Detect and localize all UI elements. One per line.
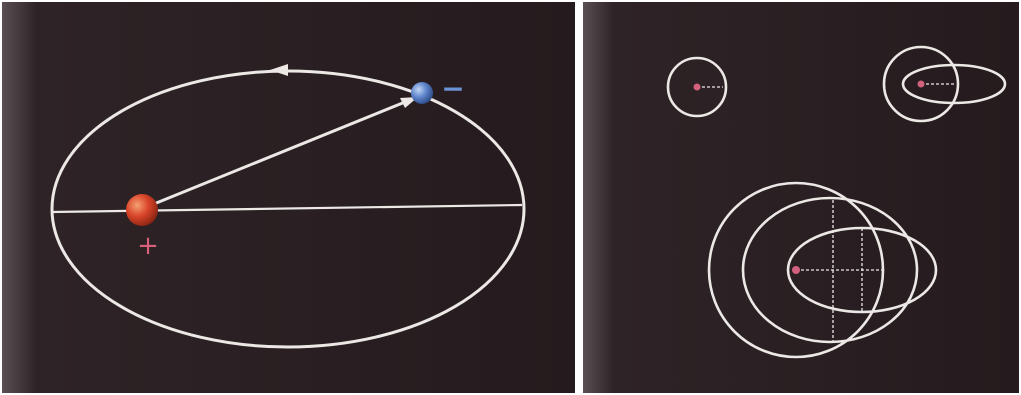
negative-charge-label: − [441,72,464,105]
panel-background [583,2,1019,393]
orbit-shapes-panel [583,2,1019,393]
positive-charge-label: + [137,231,159,261]
elliptical-orbit-panel: + − [2,2,575,393]
nucleus [918,81,925,88]
orbit-shapes-diagram [583,2,1019,393]
nucleus [792,266,800,274]
panel-background [2,2,575,393]
elliptical-orbit-diagram: + − [2,2,575,393]
electron [411,82,433,104]
nucleus [126,194,158,226]
nucleus [694,84,701,91]
